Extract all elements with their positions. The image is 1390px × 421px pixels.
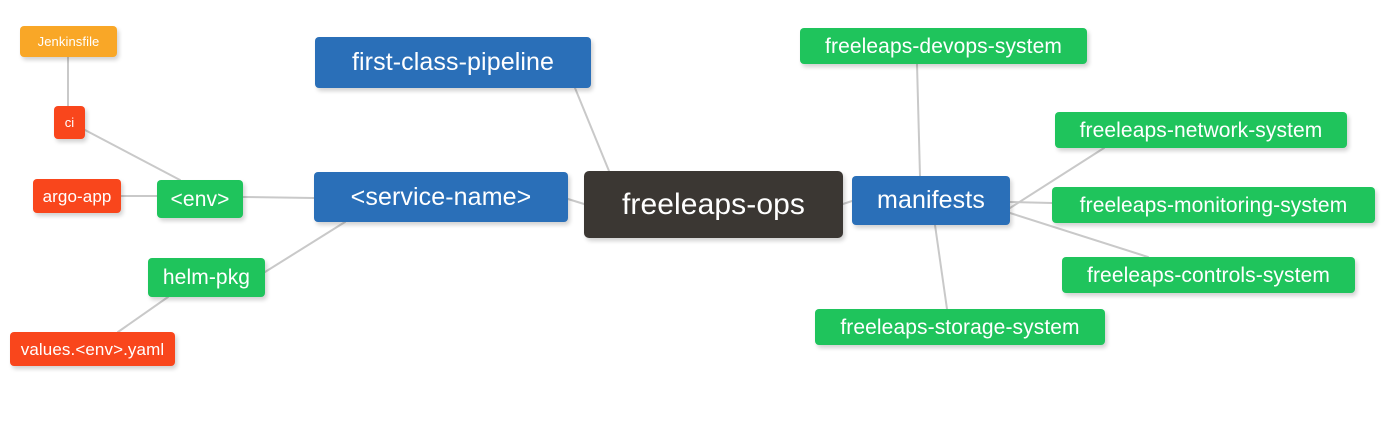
node-freeleaps-ops[interactable]: freeleaps-ops: [584, 171, 843, 238]
edge-env-to-ci: [84, 129, 181, 181]
node-env[interactable]: <env>: [157, 180, 243, 218]
node-values-env-yaml[interactable]: values.<env>.yaml: [10, 332, 175, 366]
node-first-class-pipeline[interactable]: first-class-pipeline: [315, 37, 591, 88]
edge-manifests-to-freeleaps-storage-system: [934, 224, 948, 310]
node-ci[interactable]: ci: [54, 106, 85, 139]
edge-manifests-to-freeleaps-monitoring-system: [1009, 201, 1053, 204]
edge-manifests-to-freeleaps-devops-system: [916, 63, 921, 177]
node-argo-app[interactable]: argo-app: [33, 179, 121, 213]
node-service-name[interactable]: <service-name>: [314, 172, 568, 222]
node-freeleaps-storage-system[interactable]: freeleaps-storage-system: [815, 309, 1105, 345]
node-manifests[interactable]: manifests: [852, 176, 1010, 225]
node-freeleaps-network-system[interactable]: freeleaps-network-system: [1055, 112, 1347, 148]
edge-service-name-to-env: [242, 196, 315, 199]
edge-service-name-to-helm-pkg: [264, 221, 346, 273]
edge-helm-pkg-to-values-env-yaml: [117, 296, 169, 333]
node-freeleaps-devops-system[interactable]: freeleaps-devops-system: [800, 28, 1087, 64]
edge-freeleaps-ops-to-first-class-pipeline: [574, 87, 610, 172]
node-jenkinsfile[interactable]: Jenkinsfile: [20, 26, 117, 57]
node-freeleaps-controls-system[interactable]: freeleaps-controls-system: [1062, 257, 1355, 293]
edge-freeleaps-ops-to-manifests: [842, 200, 853, 205]
node-helm-pkg[interactable]: helm-pkg: [148, 258, 265, 297]
edge-freeleaps-ops-to-service-name: [567, 198, 585, 205]
node-freeleaps-monitoring-system[interactable]: freeleaps-monitoring-system: [1052, 187, 1375, 223]
